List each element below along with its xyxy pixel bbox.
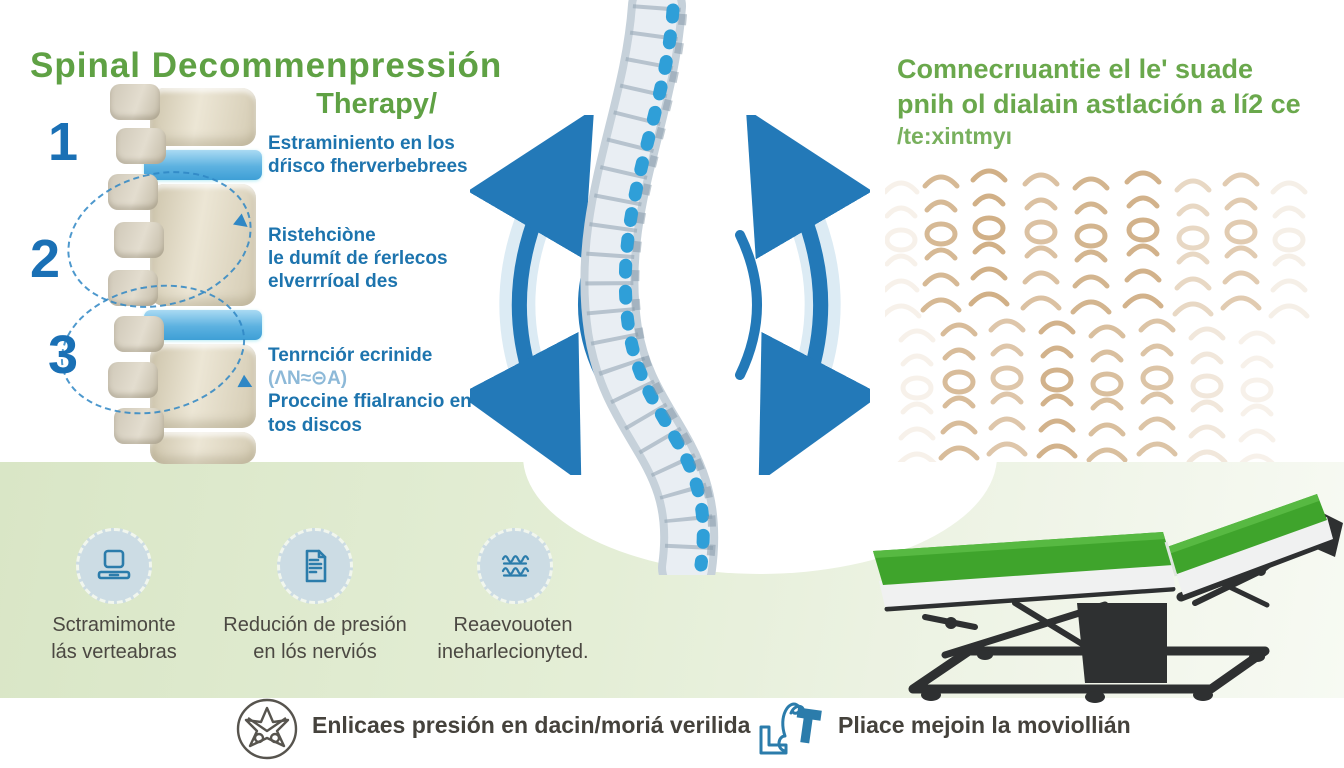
benefit1-line1: Sctramimonte <box>52 614 176 636</box>
right-text-line3: /te:xintmyı <box>897 123 1013 150</box>
laptop-icon <box>97 549 131 580</box>
step2-line3: elverrríoal des <box>268 271 398 293</box>
step-number-1: 1 <box>48 112 79 172</box>
benefit-label-2: Redución de presión en lós nerviós <box>215 612 415 666</box>
left-spine-illustration <box>106 84 264 464</box>
step-text-3: Tenrnciór ecrinide (ΛN≈⊝A) Proccine ffia… <box>268 344 472 437</box>
step2-line1: Ristehciòne <box>268 225 376 246</box>
step3-line2: (ΛN≈⊝A) <box>268 368 348 390</box>
benefit-label-1: Sctramimonte lás verteabras <box>14 612 214 666</box>
benefit1-line2: lás verteabras <box>51 641 177 663</box>
step-number-3: 3 <box>48 325 79 385</box>
step1-line2: dŕisco fherverbebrees <box>268 156 468 178</box>
benefit-circle-2 <box>277 528 353 604</box>
step1-line1: Estraminiento en los <box>268 133 455 154</box>
step3-line3: Proccine ffialrancio en <box>268 391 472 413</box>
step-text-2: Ristehciòne le dumít de ŕerlecos elverrr… <box>268 224 448 294</box>
page-title: Spinal Decommenpressión <box>30 46 503 85</box>
faded-spine-sketches <box>885 162 1315 462</box>
star-icon <box>236 698 298 760</box>
footer-text-1: Enlicaes presión en dacin/moriá verilida <box>312 712 751 738</box>
benefit-circle-1 <box>76 528 152 604</box>
step3-line4: tos discos <box>268 414 362 436</box>
right-text-line1: Comnecrıuantie el le' suade <box>897 54 1254 84</box>
footer-text-2: Pliace mejoin la moviollián <box>838 712 1131 738</box>
scroll-t-icon <box>759 702 822 755</box>
document-icon <box>305 549 327 583</box>
decompression-table-illustration <box>873 494 1343 703</box>
benefit2-line2: en lós nerviós <box>253 641 377 663</box>
center-spine-illustration <box>580 0 719 575</box>
benefit3-line1: Reaevouoten <box>453 614 573 636</box>
right-text-block: Comnecrıuantie el le' suade pnih ol dial… <box>897 52 1344 152</box>
page-subtitle: Therapy/ <box>316 88 437 120</box>
benefit2-line1: Redución de presión <box>223 614 407 636</box>
benefit3-line2: ineharlecionyted. <box>437 641 589 663</box>
step-text-1: Estraminiento en los dŕisco fherverbebre… <box>268 132 468 178</box>
step2-line2: le dumít de ŕerlecos <box>268 248 448 270</box>
waves-icon <box>501 555 530 577</box>
right-text-line2: pnih ol dialain astlación a lí2 ce <box>897 89 1301 120</box>
step3-line1: Tenrnciór ecrinide <box>268 345 433 366</box>
benefit-circle-3 <box>477 528 553 604</box>
benefit-label-3: Reaevouoten ineharlecionyted. <box>413 612 613 666</box>
step-number-2: 2 <box>30 229 61 289</box>
